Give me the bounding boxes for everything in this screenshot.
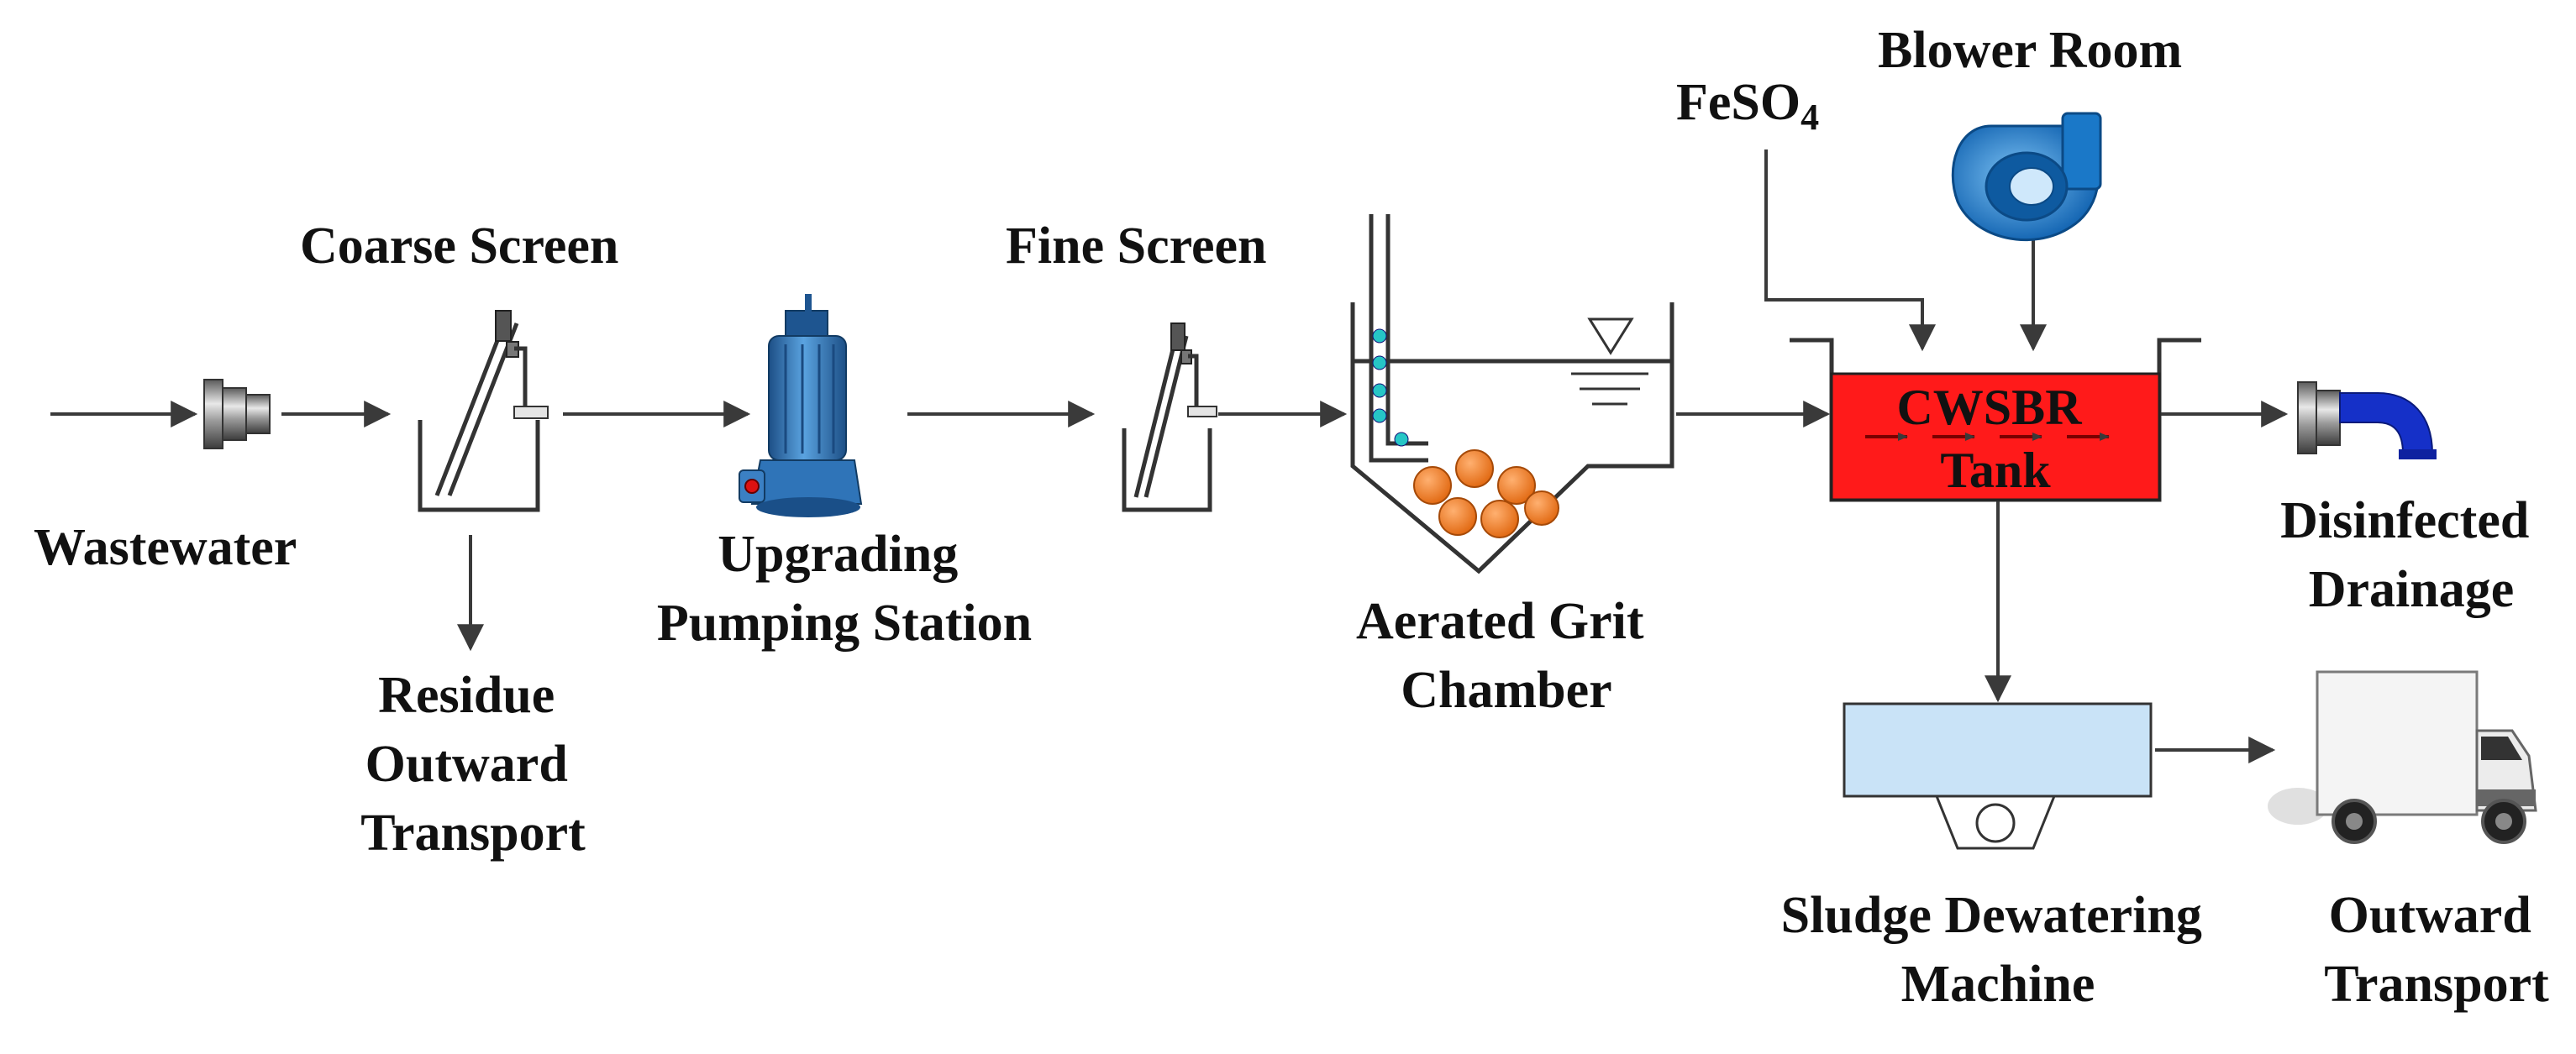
pipe-connector-icon xyxy=(203,379,271,449)
bar-screen-icon xyxy=(1122,322,1217,512)
aerated-grit-chamber xyxy=(1350,214,1674,574)
label-wastewater: Wastewater xyxy=(34,519,297,576)
grit-particles xyxy=(1413,449,1559,538)
label-grit-line2: Chamber xyxy=(1401,662,1611,719)
flow-arrows xyxy=(50,149,2289,763)
label-transport-line2: Transport xyxy=(2324,956,2549,1013)
label-fine-screen: Fine Screen xyxy=(1006,218,1267,275)
label-pump-line1: Upgrading xyxy=(718,526,958,583)
label-tank-line1: CWSBR xyxy=(1896,380,2082,435)
label-residue-line1: Residue xyxy=(378,667,555,724)
label-feso4-subscript: 4 xyxy=(1801,97,1819,138)
label-drain-line1: Disinfected xyxy=(2280,492,2529,549)
air-bubbles xyxy=(1372,328,1409,447)
elbow-pipe-icon xyxy=(2297,381,2437,459)
centrifugal-blower-icon xyxy=(1951,112,2102,242)
label-disinfected-drainage: Disinfected Drainage xyxy=(2280,492,2542,618)
label-cwsbr-tank: CWSBR Tank xyxy=(1896,380,2094,498)
label-grit-line1: Aerated Grit xyxy=(1356,593,1644,650)
label-residue-line2: Outward xyxy=(365,736,568,793)
label-drain-line2: Drainage xyxy=(2309,561,2515,618)
label-sludge-line2: Machine xyxy=(1901,956,2095,1013)
cwsbr-tank xyxy=(1790,338,2201,502)
label-residue-line3: Transport xyxy=(360,805,586,862)
sludge-dewatering-machine xyxy=(1843,702,2153,850)
label-aerated-grit-chamber: Aerated Grit Chamber xyxy=(1356,593,1657,719)
label-tank-line2: Tank xyxy=(1940,443,2051,498)
label-blower-room: Blower Room xyxy=(1878,22,2182,79)
label-residue-outward-transport: Residue Outward Transport xyxy=(360,667,586,862)
truck-icon xyxy=(2268,670,2537,844)
label-transport-line1: Outward xyxy=(2329,887,2531,944)
bar-screen-icon xyxy=(418,310,549,512)
submersible-pump-icon xyxy=(739,294,863,517)
label-sludge-line1: Sludge Dewatering xyxy=(1781,887,2202,944)
water-level-icon xyxy=(1571,317,1648,406)
label-coarse-screen: Coarse Screen xyxy=(300,218,618,275)
labels: Wastewater Coarse Screen Residue Outward… xyxy=(34,22,2549,1013)
flow-arrow-feso4-dose xyxy=(1764,149,1936,352)
label-feso4: FeSO4 xyxy=(1676,74,1819,138)
label-upgrading-pumping-station: Upgrading Pumping Station xyxy=(657,526,1032,652)
label-feso4-main: FeSO xyxy=(1676,74,1801,131)
label-pump-line2: Pumping Station xyxy=(657,595,1032,652)
label-sludge-dewatering-machine: Sludge Dewatering Machine xyxy=(1781,887,2216,1013)
label-outward-transport: Outward Transport xyxy=(2324,887,2549,1013)
